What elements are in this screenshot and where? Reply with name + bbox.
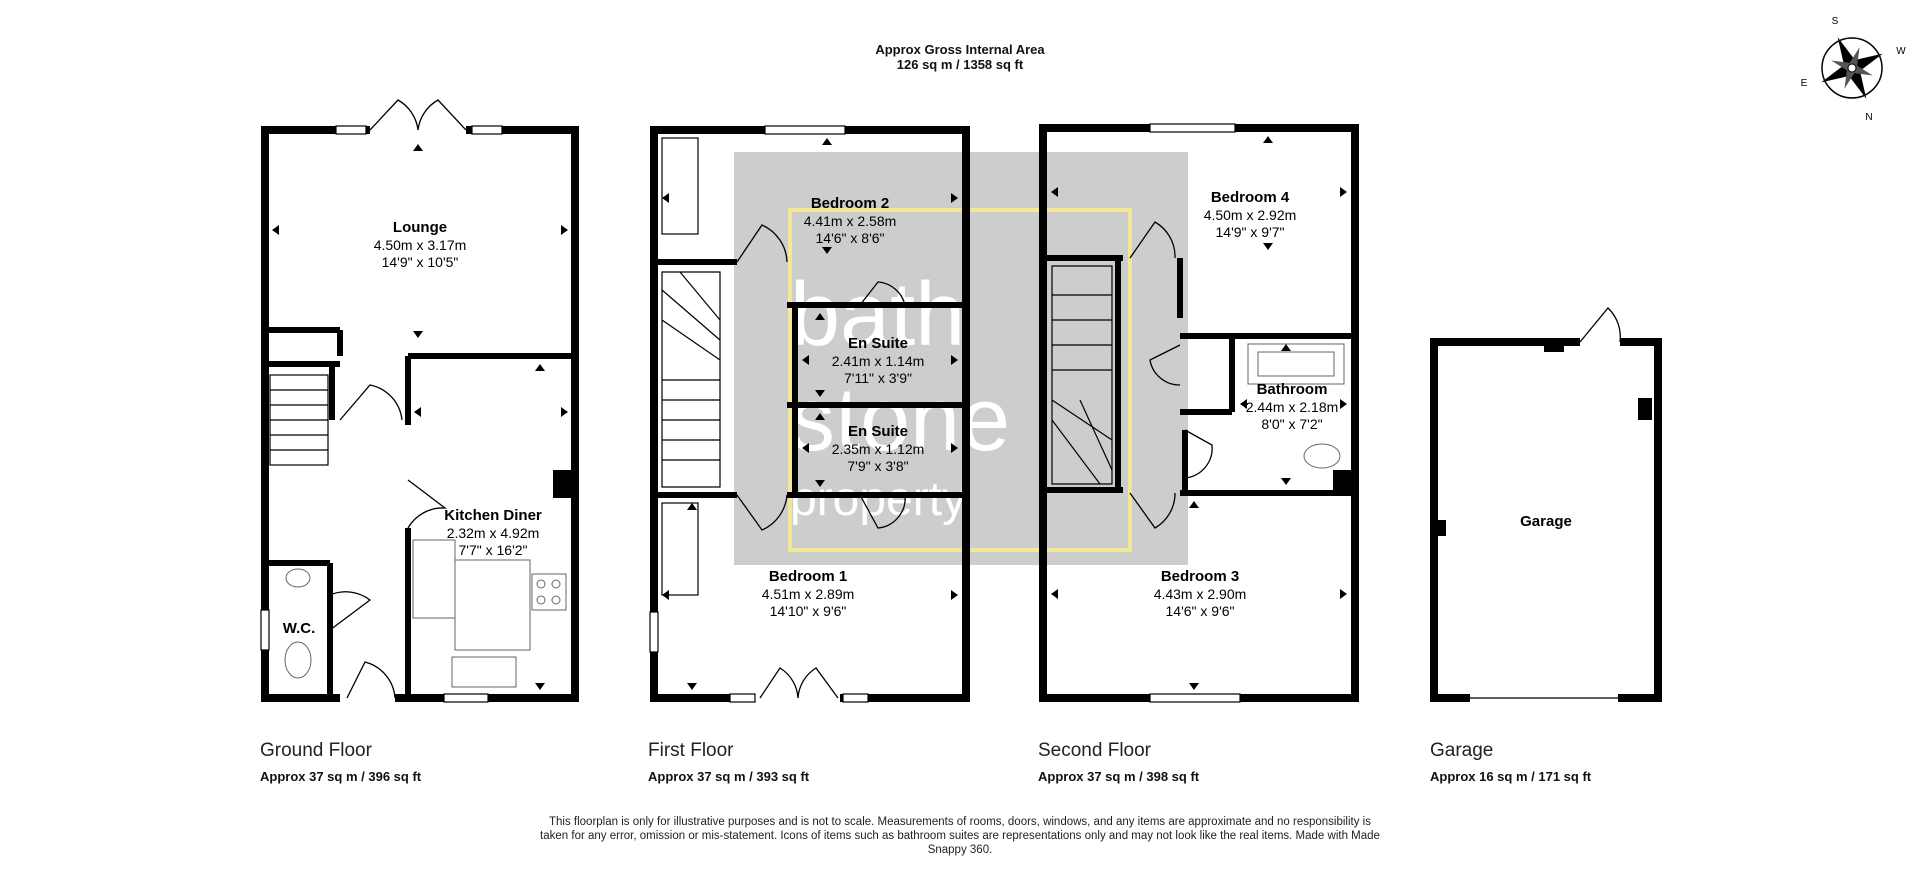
watermark-word-stone: stone [790,370,1010,470]
bedroom3-metric: 4.43m x 2.90m [1154,586,1247,602]
ground-floor-area: Approx 37 sq m / 396 sq ft [260,769,422,784]
compass-n: N [1865,112,1872,123]
garage-fixture-top [1544,342,1564,352]
bathroom-metric: 2.44m x 2.18m [1246,399,1339,415]
ensuite1-name: En Suite [848,335,908,352]
lounge-window-right [471,125,503,135]
bedroom2-metric: 4.41m x 2.58m [804,213,897,229]
bedroom3-imperial: 14'6" x 9'6" [1166,603,1235,619]
kitchen-island [454,559,531,651]
bedroom1-metric: 4.51m x 2.89m [762,586,855,602]
compass-e: E [1801,78,1808,89]
bedroom1-window-right [842,693,869,703]
ensuite1-metric: 2.41m x 1.14m [832,353,925,369]
kitchen-sink-icon [451,656,517,688]
ground-floor-plan: Lounge 4.50m x 3.17m 14'9" x 10'5" Kitch… [260,99,579,704]
toilet-icon [284,641,312,679]
kitchen-boiler [553,470,575,498]
cupboard-door [1149,344,1181,386]
bedroom1-side-window [649,611,659,653]
bedroom1-imperial: 14'10" x 9'6" [770,603,847,619]
ensuite1-imperial: 7'11" x 3'9" [844,370,912,386]
bedroom1-door [736,494,788,531]
ground-stairs [269,374,329,466]
bathroom-imperial: 8'0" x 7'2" [1261,416,1322,432]
garage-floor-area: Approx 16 sq m / 171 sq ft [1430,769,1592,784]
bath-inner [1257,351,1335,377]
bedroom4-window [1149,123,1236,133]
kitchen-counter [412,539,456,619]
bedroom1-french-doors [759,667,839,699]
garage-side-door [1579,307,1621,343]
bathroom-door [1184,429,1213,479]
lounge-metric: 4.50m x 3.17m [374,237,467,253]
ensuite2-door [859,494,906,529]
bedroom2-wardrobe [661,137,699,235]
wc-door [329,591,372,631]
ground-floor-title: Ground Floor [260,740,372,761]
front-door-gap [340,692,395,704]
garage-fixture-right [1638,398,1652,420]
wc-window [260,609,270,651]
bedroom4-door [1129,221,1176,259]
garage-fixture-left [1438,520,1446,536]
gross-internal-area: Approx Gross Internal Area 126 sq m / 13… [0,42,1920,72]
garage-side-door-gap [1580,336,1620,348]
garage-plan: Garage [1430,307,1662,704]
lounge-window-left [335,125,367,135]
ensuite2-imperial: 7'9" x 3'8" [847,458,908,474]
lounge-hall-door [339,384,403,421]
bedroom2-door [736,224,788,263]
first-floor-stairs [661,271,721,488]
lounge-french-doors [369,99,467,131]
wc-name: W.C. [283,620,316,637]
watermark-frame [788,208,1132,552]
ensuite2-metric: 2.35m x 1.12m [832,441,925,457]
bedroom4-metric: 4.50m x 2.92m [1204,207,1297,223]
wc-basin-icon [285,568,311,588]
compass-rose-icon: S W N E [1801,16,1907,123]
garage-floor-title: Garage [1430,740,1494,761]
kitchen-metric: 2.32m x 4.92m [447,525,540,541]
bedroom4-imperial: 14'9" x 9'7" [1216,224,1285,240]
bedroom3-door [1129,492,1176,529]
second-floor-plan: Bedroom 4 4.50m x 2.92m 14'9" x 9'7" Bat… [1039,123,1359,703]
first-floor-title: First Floor [648,740,734,761]
bedroom2-imperial: 14'6" x 8'6" [816,230,885,246]
second-floor-title: Second Floor [1038,740,1152,761]
bathroom-toilet-icon [1303,443,1341,469]
compass-s: S [1832,16,1839,27]
kitchen-door [407,479,448,529]
disclaimer-text: This floorplan is only for illustrative … [540,816,1380,856]
gross-area-value: 126 sq m / 1358 sq ft [896,57,1024,72]
compass-w: W [1896,46,1906,57]
garage-name: Garage [1520,513,1572,530]
bedroom1-window-left [729,693,756,703]
lounge-name: Lounge [393,219,447,236]
bedroom3-window [1149,693,1241,703]
kitchen-imperial: 7'7" x 16'2" [459,542,528,558]
ensuite1-door [859,281,906,306]
second-floor-area: Approx 37 sq m / 398 sq ft [1038,769,1200,784]
lounge-imperial: 14'9" x 10'5" [382,254,459,270]
bedroom1-name: Bedroom 1 [769,568,847,585]
bedroom1-wardrobe [661,502,699,596]
bathroom-name: Bathroom [1257,381,1328,398]
bedroom3-name: Bedroom 3 [1161,568,1239,585]
bedroom2-window [764,125,846,135]
first-floor-plan: Bedroom 2 4.41m x 2.58m 14'6" x 8'6" En … [649,125,970,704]
second-floor-stairs [1051,265,1113,485]
bathroom-cabinet [1333,470,1353,492]
kitchen-window [443,693,489,703]
front-door [346,661,396,699]
first-floor-area: Approx 37 sq m / 393 sq ft [648,769,810,784]
kitchen-name: Kitchen Diner [444,507,542,524]
bedroom4-name: Bedroom 4 [1211,189,1290,206]
hob-icon [531,573,567,611]
gross-area-label: Approx Gross Internal Area [875,42,1045,57]
ensuite2-name: En Suite [848,423,908,440]
bedroom2-name: Bedroom 2 [811,195,889,212]
